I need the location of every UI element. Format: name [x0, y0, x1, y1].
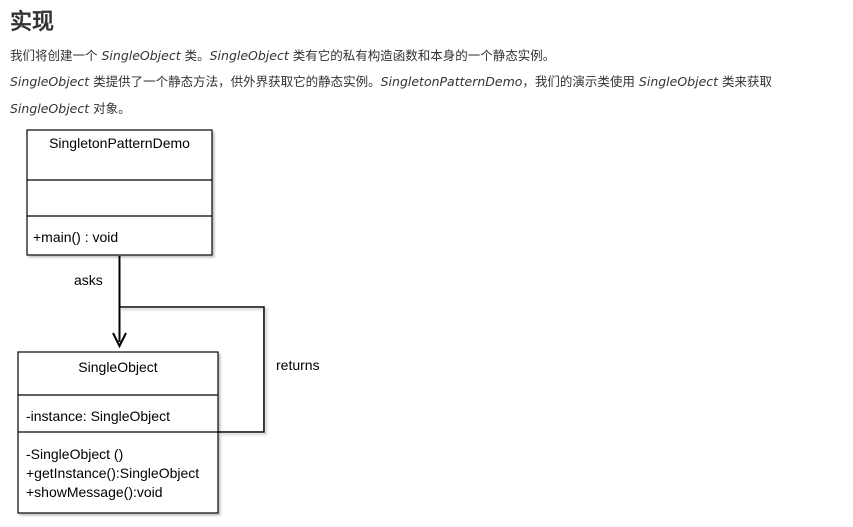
single-class-method-show-message: +showMessage():void: [26, 484, 163, 500]
p2-text-4: 对象。: [89, 101, 131, 116]
single-class-method-get-instance: +getInstance():SingleObject: [26, 465, 199, 481]
intro-paragraph-2: SingleObject 类提供了一个静态方法，供外界获取它的静态实例。Sing…: [10, 68, 848, 122]
demo-class-method: +main() : void: [33, 229, 118, 245]
p1-class-name-2: SingleObject: [209, 48, 289, 63]
p1-class-name-1: SingleObject: [101, 48, 181, 63]
returns-connector-line: [119, 306, 265, 433]
p2-class-name-1: SingleObject: [10, 74, 90, 89]
section-title: 实现: [10, 10, 55, 35]
asks-arrowhead-icon: [112, 332, 127, 349]
edge-asks: asks: [74, 256, 127, 349]
p1-text-2: 类。: [180, 48, 210, 63]
p2-text-1: 类提供了一个静态方法，供外界获取它的静态实例。: [89, 74, 381, 89]
single-class-attribute: -instance: SingleObject: [26, 408, 170, 424]
demo-class-name: SingletonPatternDemo: [49, 135, 190, 151]
p2-text-3: 类来获取: [718, 74, 773, 89]
p2-text-2: ，我们的演示类使用: [522, 74, 639, 89]
intro-paragraph-1: 我们将创建一个 SingleObject 类。SingleObject 类有它的…: [10, 42, 848, 69]
p2-class-name-4: SingleObject: [10, 101, 90, 116]
asks-label: asks: [74, 272, 103, 288]
returns-label: returns: [276, 357, 320, 373]
edge-returns: returns: [119, 306, 320, 433]
single-class-name: SingleObject: [78, 359, 157, 375]
single-class-method-constructor: -SingleObject (): [26, 446, 123, 462]
p1-text-1: 我们将创建一个: [10, 48, 102, 63]
demo-class-frame: [26, 129, 213, 256]
p2-class-name-2: SingletonPatternDemo: [380, 74, 523, 89]
p2-class-name-3: SingleObject: [638, 74, 719, 89]
class-box-singleton-pattern-demo: SingletonPatternDemo +main() : void: [26, 129, 213, 256]
class-box-single-object: SingleObject -instance: SingleObject -Si…: [17, 351, 219, 514]
p1-text-3: 类有它的私有构造函数和本身的一个静态实例。: [288, 48, 556, 63]
